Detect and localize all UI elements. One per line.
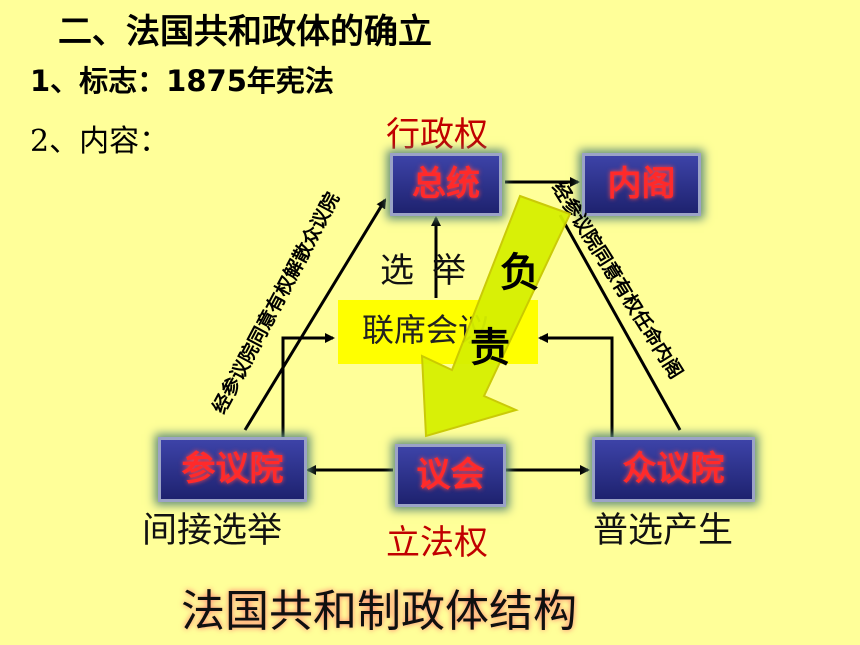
responsible-char-1: 负: [500, 250, 540, 296]
deputies-to-joint-arrow: [538, 333, 614, 437]
diagram-caption: 法国共和制政体结构: [181, 586, 577, 637]
universal-suffrage-label: 普选产生: [593, 511, 734, 551]
executive-power-label: 行政权: [386, 115, 488, 155]
senate-to-president-arrow: [243, 198, 387, 431]
legislative-power-label: 立法权: [386, 523, 488, 563]
indirect-election-label: 间接选举: [142, 511, 283, 551]
sign-line: 1、标志：1875年宪法: [30, 64, 334, 98]
deputies-to-cabinet-line: [558, 214, 682, 431]
responsibility-arrow-shape: [420, 194, 572, 438]
senate-box: 参议院: [158, 437, 307, 502]
responsible-char-2: 责: [470, 325, 510, 371]
cabinet-box: 内阁: [582, 153, 701, 216]
senate-to-joint-arrow: [281, 333, 335, 437]
content-line: 2、内容：: [30, 124, 170, 159]
president-box: 总统: [390, 153, 502, 216]
deputies-box: 众议院: [592, 437, 755, 502]
parliament-box: 议会: [395, 444, 506, 507]
page-title: 二、法国共和政体的确立: [58, 12, 432, 52]
elect-label: 选举: [380, 251, 484, 291]
